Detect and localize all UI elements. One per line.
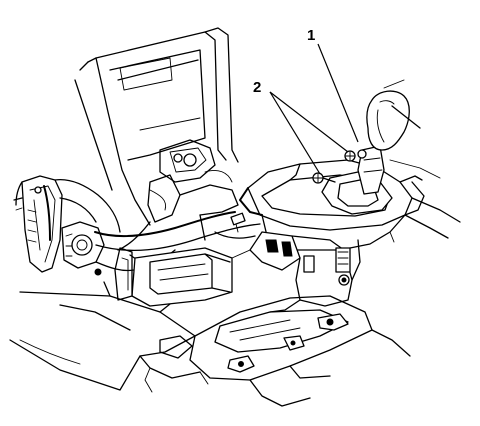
console-bracket: [114, 247, 233, 307]
callout-1-leader: [317, 43, 359, 143]
callout-2-leader-b: [269, 91, 349, 153]
shifter-retaining-screw: [344, 149, 367, 162]
center-console-upper: [74, 27, 239, 226]
callout-1: 1: [307, 27, 359, 143]
callout-2-label: 2: [253, 79, 261, 96]
callout-2: 2: [253, 79, 349, 175]
floor-panel-left: [9, 281, 201, 393]
shifter-retaining-screw: [312, 172, 336, 184]
shifter-assembly: [239, 90, 425, 251]
callout-2-leader-a: [269, 91, 321, 175]
left-harness-assembly: [13, 175, 135, 276]
shifter-mounting-bracket: [231, 231, 361, 313]
right-trim: [383, 79, 461, 239]
floor-panel-center: [159, 295, 411, 407]
callout-1-label: 1: [307, 27, 315, 44]
